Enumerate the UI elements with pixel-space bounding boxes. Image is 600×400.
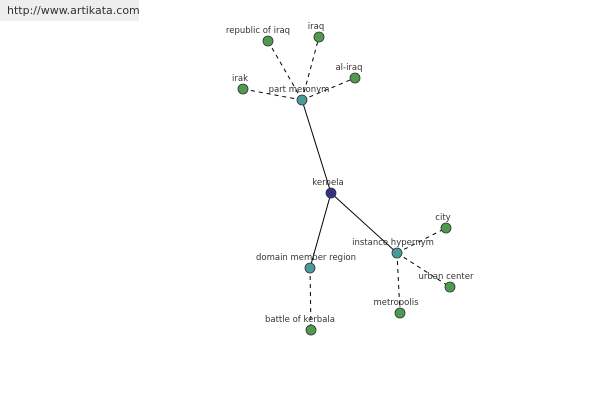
term-label-urban-center[interactable]: urban center [419,272,474,282]
labels-layer: republic of iraq iraq al-iraq irak part mero… [226,22,474,325]
term-node-battle-of-kerbala[interactable] [305,324,317,336]
term-node-metropolis[interactable] [394,307,406,319]
root-node-kerbela[interactable] [325,187,337,199]
edge-instance_hypernym-metropolis [396,252,401,314]
edge-kerbela-domain_member_region [309,192,332,269]
edges-layer [242,36,451,331]
nodes-layer [237,31,456,336]
relation-node-part-meronym[interactable] [296,94,308,106]
relation-label-domain-member-region[interactable]: domain member region [256,253,356,263]
relation-node-instance-hypernym[interactable] [391,247,403,259]
edge-instance_hypernym-urban_center [396,252,451,288]
term-node-urban-center[interactable] [444,281,456,293]
edge-kerbela-part_meronym [301,99,332,194]
source-url-link[interactable]: http://www.artikata.com [0,0,140,21]
edge-part_meronym-irak [242,88,303,101]
term-label-republic-of-iraq[interactable]: republic of iraq [226,26,290,36]
edge-instance_hypernym-city [396,227,447,254]
term-label-al-iraq[interactable]: al-iraq [335,63,362,73]
term-node-iraq[interactable] [313,31,325,43]
term-label-battle-of-kerbala[interactable]: battle of kerbala [265,315,335,325]
edge-domain_member_region-battle_of_kerbala [309,267,312,331]
edge-part_meronym-al_iraq [301,77,356,101]
term-label-metropolis[interactable]: metropolis [373,298,419,308]
relation-label-instance-hypernym[interactable]: instance hypernym [352,238,434,248]
term-label-irak[interactable]: irak [232,74,248,84]
term-node-al-iraq[interactable] [349,72,361,84]
edge-kerbela-instance_hypernym [330,192,398,254]
term-label-iraq[interactable]: iraq [308,22,324,32]
term-node-republic-of-iraq[interactable] [262,35,274,47]
term-label-city[interactable]: city [435,213,450,223]
relation-node-domain-member-region[interactable] [304,262,316,274]
relation-label-part-meronym[interactable]: part meronym [269,85,330,95]
edge-part_meronym-republic_of_iraq [267,40,303,101]
edge-part_meronym-iraq [301,36,320,101]
term-node-irak[interactable] [237,83,249,95]
term-node-city[interactable] [440,222,452,234]
root-label-kerbela[interactable]: kerbela [312,178,344,188]
